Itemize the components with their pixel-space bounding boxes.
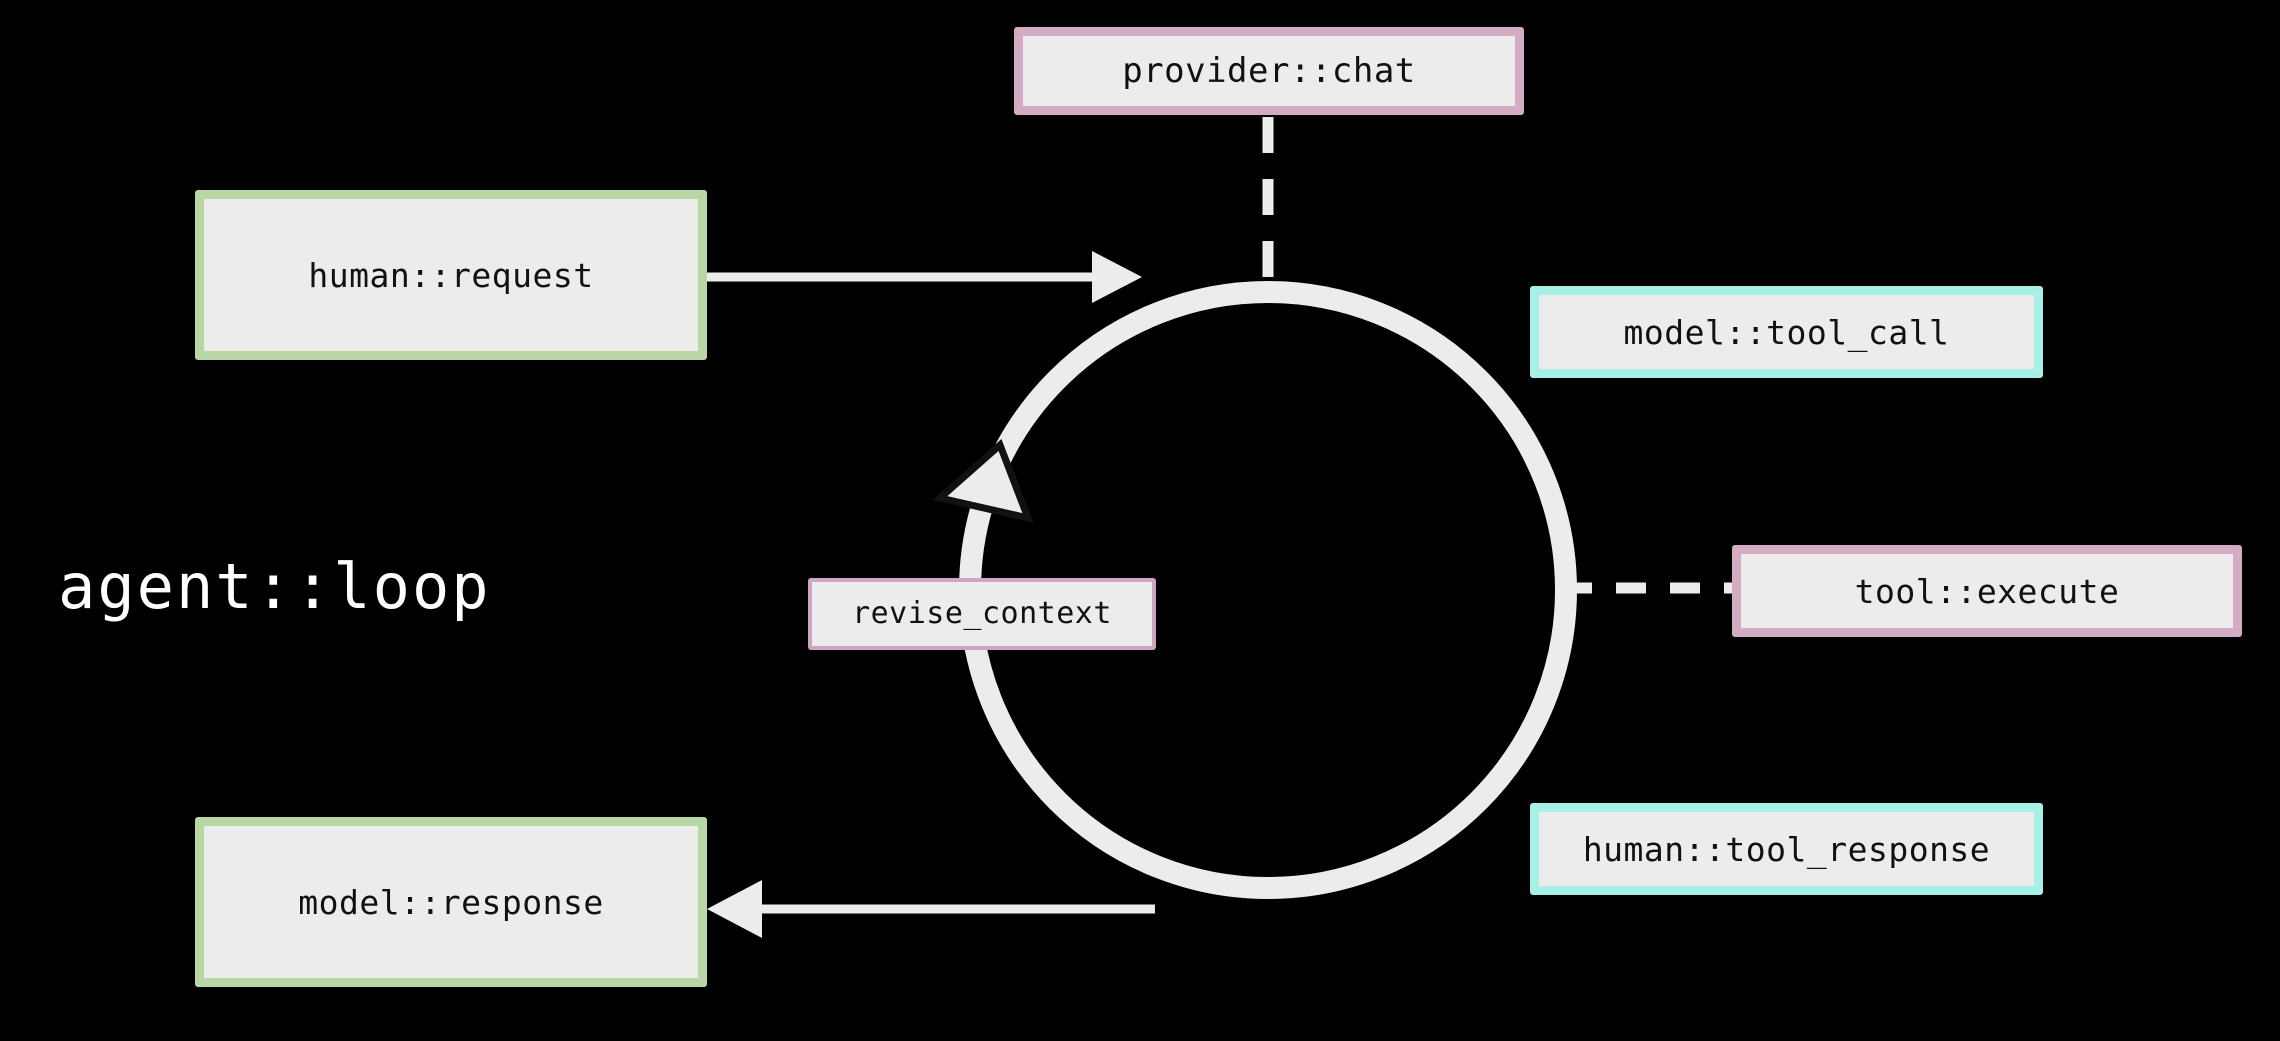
request-to-loop-arrowhead	[1092, 251, 1142, 303]
node-provider-chat-label: provider::chat	[1122, 51, 1416, 91]
node-model-response[interactable]: model::response	[195, 817, 707, 987]
loop-to-response-arrowhead	[707, 880, 762, 938]
node-human-request[interactable]: human::request	[195, 190, 707, 360]
node-tool-execute-label: tool::execute	[1854, 571, 2120, 611]
node-human-request-label: human::request	[308, 255, 594, 295]
node-model-response-label: model::response	[298, 882, 604, 922]
node-provider-chat[interactable]: provider::chat	[1014, 27, 1524, 115]
node-human-tool-response[interactable]: human::tool_response	[1530, 803, 2043, 895]
page-title: agent::loop	[58, 550, 491, 623]
node-revise-context-label: revise_context	[852, 596, 1112, 631]
node-revise-context[interactable]: revise_context	[808, 578, 1156, 650]
node-model-tool-call-label: model::tool_call	[1623, 312, 1950, 352]
node-tool-execute[interactable]: tool::execute	[1732, 545, 2242, 637]
node-human-tool-response-label: human::tool_response	[1582, 829, 1991, 869]
node-model-tool-call[interactable]: model::tool_call	[1530, 286, 2043, 378]
loop-cycle-arrowhead	[932, 439, 1034, 523]
